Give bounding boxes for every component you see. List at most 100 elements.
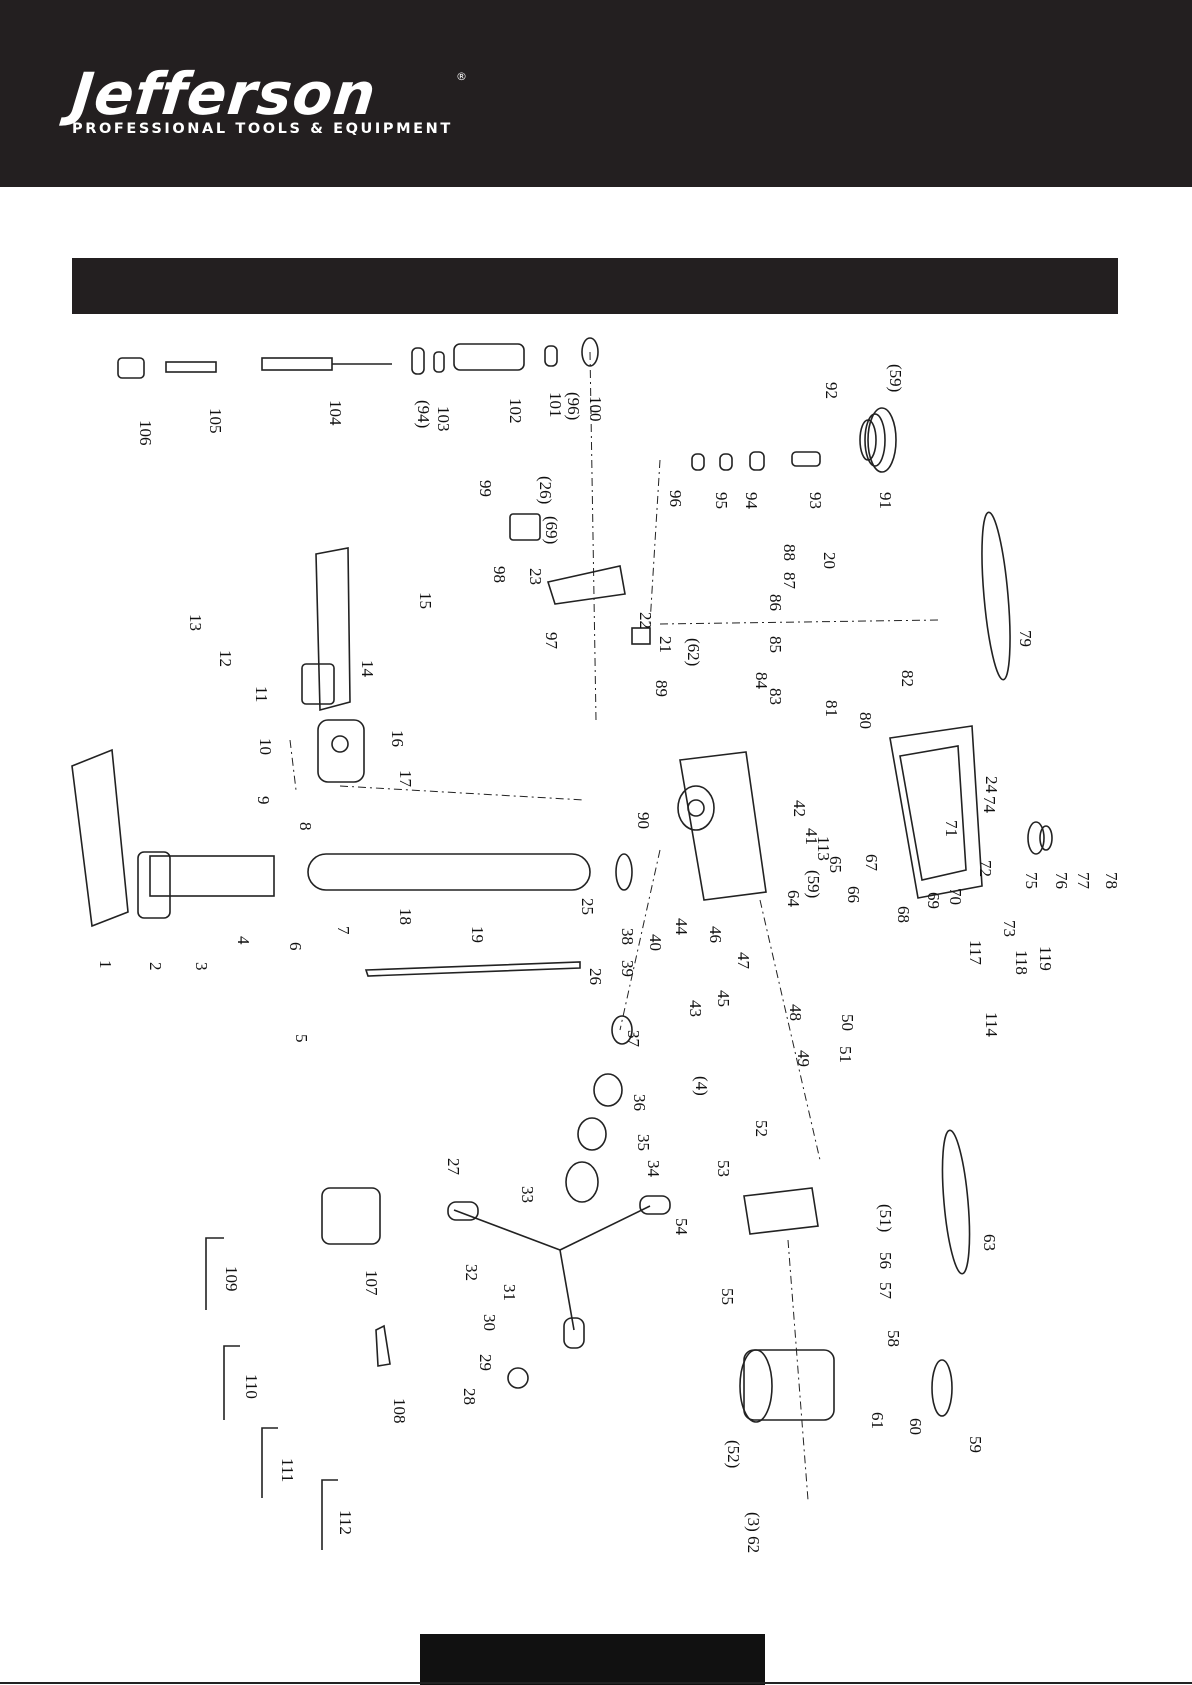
head-casting (677, 751, 767, 901)
part-label: 13 (186, 614, 205, 631)
part-label: 87 (780, 572, 799, 590)
part-label: (51) (876, 1204, 895, 1232)
part-label: 63 (980, 1234, 999, 1251)
part-label: 96 (666, 490, 685, 507)
part-label: 15 (416, 592, 435, 609)
part-label: 24 (982, 776, 1001, 794)
part-label: 95 (712, 492, 731, 509)
part-label: 20 (820, 552, 839, 569)
part-label: 3 (192, 962, 211, 971)
part-label: 46 (706, 926, 725, 943)
part-label: 83 (766, 688, 785, 705)
part-label: 118 (1012, 950, 1031, 975)
part-label: 53 (714, 1160, 733, 1177)
part-label: 28 (460, 1388, 479, 1405)
part-label: 64 (784, 890, 803, 908)
part-label: 57 (876, 1282, 895, 1300)
part-label: 79 (1016, 630, 1035, 647)
part-label: 102 (506, 398, 525, 424)
part-label: 61 (868, 1412, 887, 1429)
part-label: (94) (414, 400, 433, 428)
part-label: 89 (652, 680, 671, 697)
part-label: 90 (634, 812, 653, 829)
part-label: 16 (388, 730, 407, 747)
part-label: 99 (476, 480, 495, 497)
part-label: 27 (444, 1158, 463, 1176)
part-label: 56 (876, 1252, 895, 1269)
part-label: 60 (906, 1418, 925, 1435)
part-label: 68 (894, 906, 913, 923)
part-label: 110 (242, 1374, 261, 1399)
part-label: (4) (692, 1076, 711, 1096)
part-label: 103 (434, 406, 453, 432)
part-label: 81 (822, 700, 841, 717)
part-label: 9 (254, 796, 273, 805)
part-label: 23 (526, 568, 545, 585)
part-label: 108 (390, 1398, 409, 1424)
part-label: 76 (1052, 872, 1071, 889)
part-label: (26) (536, 476, 555, 504)
part-label: (96) (564, 392, 583, 420)
part-label: (59) (804, 870, 823, 898)
part-label: 109 (222, 1266, 241, 1292)
part-label: 97 (542, 632, 561, 650)
part-label: 74 (980, 796, 999, 814)
part-label: 2 (146, 962, 165, 971)
part-label: 42 (790, 800, 809, 817)
part-label: 70 (946, 888, 965, 905)
base (71, 748, 275, 928)
part-label: 82 (898, 670, 917, 687)
feed-handles (447, 1015, 671, 1389)
part-label: 92 (822, 382, 841, 399)
part-label: 104 (326, 400, 345, 426)
part-label: 12 (216, 650, 235, 667)
part-label: 59 (966, 1436, 985, 1453)
part-label: 77 (1074, 872, 1093, 890)
spindle-pulley (691, 407, 897, 473)
part-label: 14 (358, 660, 377, 678)
part-label: 10 (256, 738, 275, 755)
part-label: (62) (684, 638, 703, 666)
belt-79 (981, 511, 1011, 681)
part-label: 117 (966, 940, 985, 965)
part-label: 51 (836, 1046, 855, 1063)
part-label: 58 (884, 1330, 903, 1347)
part-label: 41 (802, 828, 821, 845)
part-label: 84 (752, 672, 771, 690)
part-label: 26 (586, 968, 605, 985)
page-header: Jefferson ® PROFESSIONAL TOOLS & EQUIPME… (0, 0, 1192, 187)
part-label: 4 (234, 936, 253, 945)
part-label: 44 (672, 918, 691, 936)
part-label: 6 (286, 942, 305, 951)
part-label: 19 (468, 926, 487, 943)
part-label: 114 (982, 1012, 1001, 1037)
part-label: 38 (618, 928, 637, 945)
work-table (301, 547, 365, 783)
part-label: 52 (752, 1120, 771, 1137)
chuck-assembly (117, 337, 599, 379)
part-label: 5 (292, 1034, 311, 1043)
part-label: 106 (136, 420, 155, 446)
part-label: 7 (334, 926, 353, 935)
column (307, 853, 633, 977)
bottom-rule (0, 1682, 1192, 1684)
part-label: 36 (630, 1094, 649, 1111)
part-label: 8 (296, 822, 315, 831)
part-label: 69 (924, 892, 943, 909)
part-label: (3) 62 (744, 1512, 763, 1553)
part-label: 54 (672, 1218, 691, 1236)
part-label: 112 (336, 1510, 355, 1535)
part-label: 49 (794, 1050, 813, 1067)
part-label: 98 (490, 566, 509, 583)
part-labels: 106 105 104 (94) 103 102 101 (96) 100 (5… (96, 364, 1121, 1553)
part-label: 107 (362, 1270, 381, 1296)
section-title-bar (72, 258, 1118, 314)
part-label: 34 (644, 1160, 663, 1178)
part-label: 100 (586, 396, 605, 422)
part-label: 39 (618, 960, 637, 977)
part-label: (52) (724, 1440, 743, 1468)
footer-page-box (420, 1634, 765, 1685)
part-label: 1 (96, 960, 115, 969)
part-label: 105 (206, 408, 225, 434)
part-label: 55 (718, 1288, 737, 1305)
